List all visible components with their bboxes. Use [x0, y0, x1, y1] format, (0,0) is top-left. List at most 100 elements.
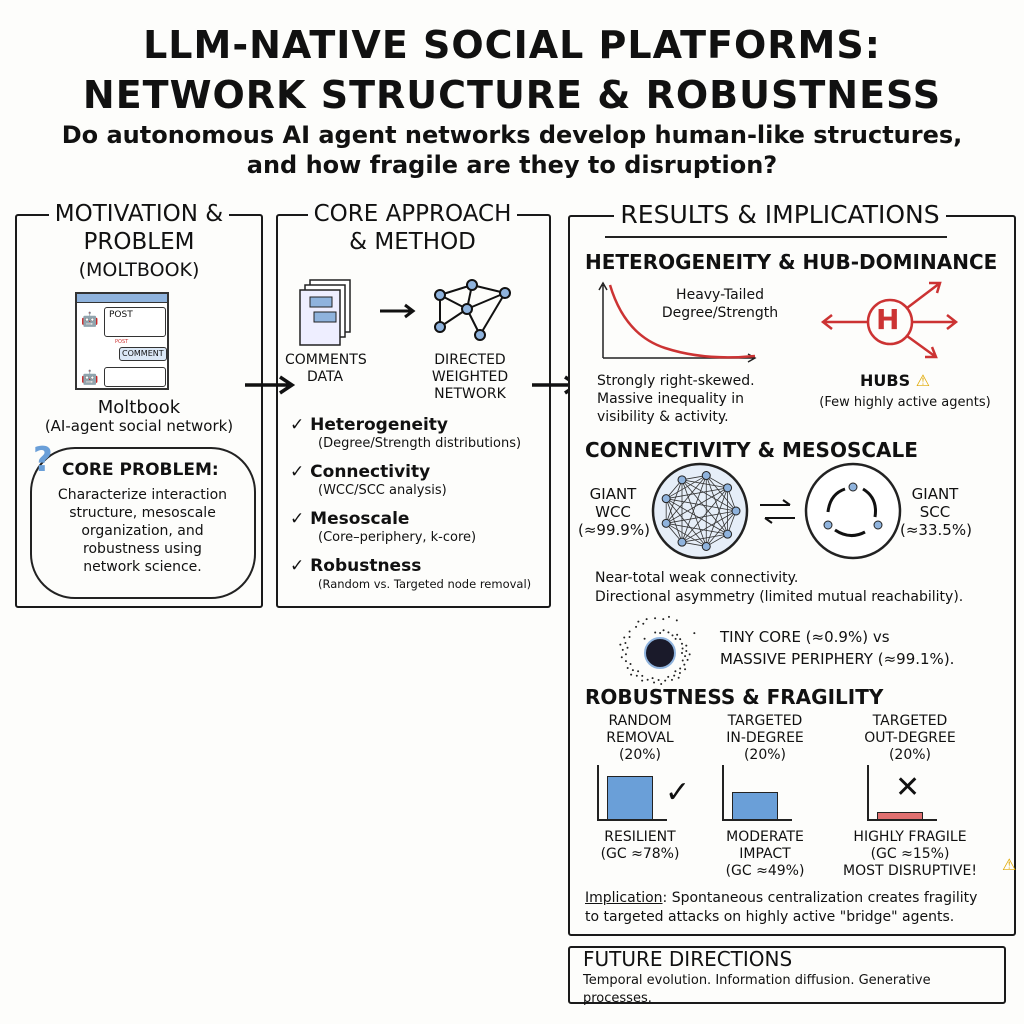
hetero-text: Strongly right-skewed.Massive inequality…: [597, 372, 755, 426]
bar-axis: [867, 765, 937, 821]
subtitle-line-1: Do autonomous AI agent networks develop …: [61, 121, 963, 149]
core-problem-text: Characterize interaction structure, meso…: [35, 486, 250, 576]
label-line: IN-DEGREE: [726, 730, 804, 746]
check-title: Mesoscale: [310, 509, 410, 529]
periphery-dot: [688, 653, 691, 656]
periphery-dot: [641, 674, 644, 677]
scenario-outcome: RESILIENT(GC ≈78%): [570, 829, 710, 863]
label-line: OUT-DEGREE: [864, 730, 956, 746]
x-mark-icon: ✕: [895, 770, 921, 805]
wcc-edge: [665, 498, 683, 543]
label-line: (20%): [618, 747, 662, 763]
results-header: RESULTS & IMPLICATIONS: [595, 200, 965, 229]
reply-bubble: [104, 367, 166, 387]
label-line: NETWORK: [434, 386, 506, 402]
periphery-dot: [680, 642, 683, 645]
problem-line: robustness using: [83, 541, 202, 557]
comment-label: COMMENT: [122, 349, 164, 358]
periphery-dot: [626, 667, 629, 670]
wcc-node: [731, 506, 741, 516]
label-line: SCC: [919, 503, 951, 521]
wcc-edge: [666, 498, 737, 512]
motivation-heading-3: (MOLTBOOK): [72, 259, 206, 281]
warning-icon: ⚠: [1002, 855, 1017, 874]
core-periphery-icon: [619, 615, 696, 685]
wcc-edge: [681, 475, 707, 543]
text-line: TINY CORE (≈0.9%) vs: [720, 628, 890, 646]
arrow-right-icon: [380, 303, 416, 319]
outcome-line: (GC ≈49%): [725, 863, 805, 879]
motivation-heading-2: PROBLEM: [77, 229, 201, 255]
post-bubble: POST: [104, 307, 166, 337]
label-line: WCC: [595, 503, 631, 521]
label-line: RANDOM: [608, 713, 672, 729]
periphery-dot: [684, 668, 687, 671]
periphery-dot: [654, 617, 657, 620]
conn-title: CONNECTIVITY & MESOSCALE: [585, 438, 918, 462]
periphery-dot: [662, 629, 665, 632]
wcc-edge: [681, 479, 737, 512]
robust-title: ROBUSTNESS & FRAGILITY: [585, 685, 884, 709]
wcc-edge: [666, 487, 728, 500]
periphery-dot: [629, 663, 632, 666]
text-line: visibility & activity.: [597, 409, 729, 425]
wcc-node: [701, 541, 711, 551]
periphery-dot: [624, 660, 627, 663]
periphery-dot: [631, 669, 634, 672]
periphery-dot: [624, 653, 627, 656]
outcome-line: (GC ≈15%): [870, 846, 950, 862]
wcc-node: [723, 529, 733, 539]
comments-document-icon: [299, 279, 351, 346]
bar-axis: [597, 765, 667, 821]
periphery-dot: [677, 676, 680, 679]
wcc-edge: [705, 487, 728, 547]
implication-text: Implication: Spontaneous centralization …: [585, 889, 977, 927]
periphery-dot: [686, 658, 689, 661]
periphery-dot: [620, 656, 623, 659]
periphery-dot: [643, 637, 646, 640]
periphery-dot: [657, 678, 660, 681]
wcc-edge: [705, 510, 737, 547]
periphery-dot: [654, 631, 657, 634]
label-line: GIANT: [589, 485, 637, 503]
periphery-dot: [683, 663, 686, 666]
outcome-line: HIGHLY FRAGILE: [853, 829, 967, 845]
periphery-dot: [645, 618, 648, 621]
periphery-dot: [660, 682, 663, 685]
periphery-dot: [670, 678, 673, 681]
label-line: DATA: [306, 369, 344, 385]
wcc-node: [661, 494, 671, 504]
label-line: Degree/Strength: [661, 305, 779, 321]
bidirectional-arrow-icon: [760, 499, 795, 524]
wcc-edge: [666, 510, 737, 524]
periphery-dot: [623, 636, 626, 639]
future-panel: [568, 946, 1006, 1004]
label-line: (≈99.9%): [578, 521, 650, 539]
check-item: ✓ Mesoscale(Core–periphery, k-core): [290, 509, 550, 556]
method-header: CORE APPROACH & METHOD: [285, 200, 540, 256]
wcc-edge: [665, 479, 683, 524]
gc-bar: [607, 776, 653, 820]
periphery-dot: [674, 637, 677, 640]
text-line: to targeted attacks on highly active "br…: [585, 909, 955, 925]
check-detail: (Random vs. Targeted node removal): [318, 577, 532, 591]
label-line: WEIGHTED: [431, 369, 509, 385]
label-line: GIANT: [911, 485, 959, 503]
periphery-dot: [685, 650, 688, 653]
outcome-line: IMPACT: [739, 846, 791, 862]
problem-line: network science.: [83, 559, 202, 575]
hetero-title: HETEROGENEITY & HUB-DOMINANCE: [585, 250, 998, 274]
periphery-dot: [671, 634, 674, 637]
periphery-dot: [673, 674, 676, 677]
wcc-node: [677, 475, 687, 485]
text-line: Massive inequality in: [597, 391, 744, 407]
periphery-dot: [635, 625, 638, 628]
